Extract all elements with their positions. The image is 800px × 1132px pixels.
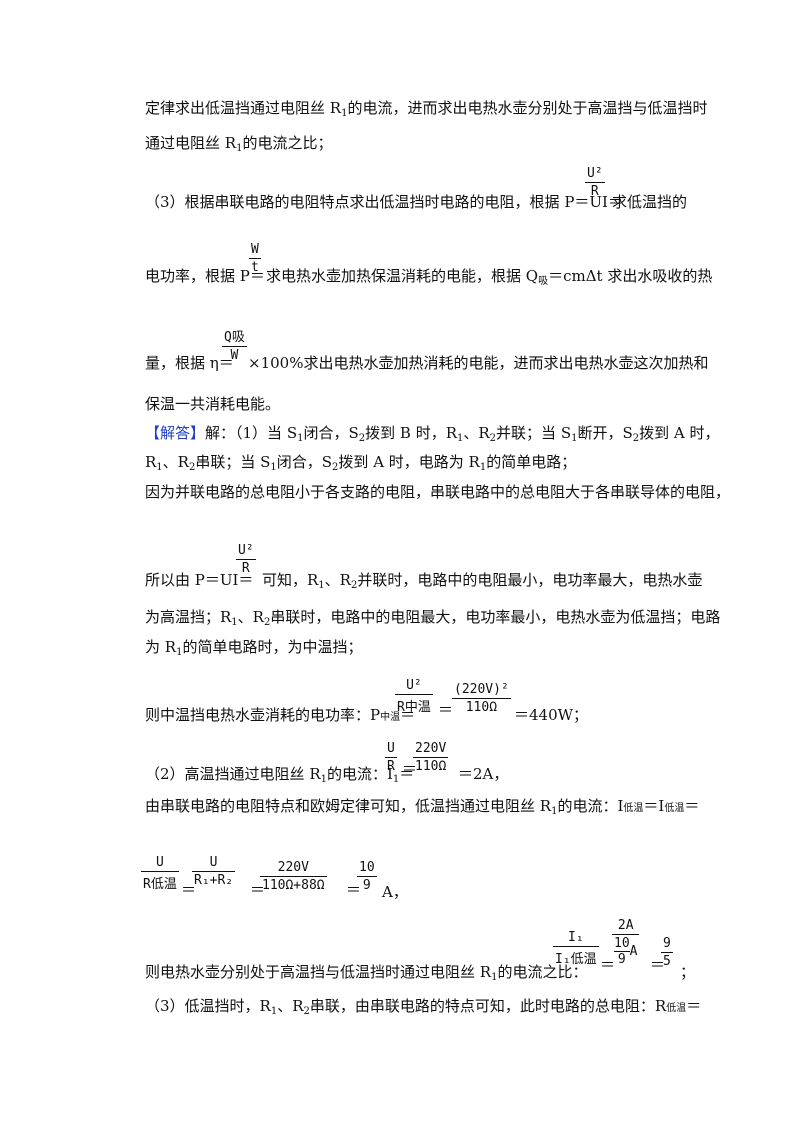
- text-line-1: 定律求出低温挡通过电阻丝 R1的电流，进而求出电热水壶分别处于高温挡与低温挡时: [145, 99, 708, 119]
- answer-tag: 【解答】: [145, 424, 206, 442]
- semicolon: ；: [680, 963, 696, 981]
- eq-sign-7: ＝: [650, 956, 666, 974]
- text-line-14: （2）高温挡通过电阻丝 R1的电流：I1＝: [145, 765, 415, 785]
- text-line-10: 所以由 P＝UI＝: [145, 571, 254, 589]
- text-line-18: （3）低温挡时，R1、R2串联，由串联电路的特点可知，此时电路的总电阻：R低温＝: [145, 997, 702, 1017]
- text-line-5: 量，根据 η＝: [145, 354, 234, 372]
- text-line-3: （3）根据串联电路的电阻特点求出低温挡时电路的电阻，根据 P＝UI＝: [145, 193, 623, 211]
- eq-sign-5: ＝: [346, 881, 362, 899]
- eq-sign-3: ＝: [181, 881, 197, 899]
- text-line-12: 为 R1的简单电路时，为中温挡；: [145, 638, 363, 658]
- eq-sign: ＝: [438, 701, 454, 719]
- text-line-6: 保温一共消耗电能。: [145, 395, 281, 413]
- text-line-9: 因为并联电路的总电阻小于各支路的电阻，串联电路中的总电阻大于各串联导体的电阻，: [145, 483, 731, 501]
- text-line-16: A，: [382, 883, 408, 901]
- text-line-17: 则电热水壶分别处于高温挡与低温挡时通过电阻丝 R1的电流之比：: [145, 963, 588, 983]
- text-line-4: 电功率，根据 P＝: [145, 267, 265, 285]
- eq-sign-2: ＝: [402, 760, 418, 778]
- eq-sign-6: ＝: [600, 956, 616, 974]
- eq-sign-4: ＝: [250, 881, 266, 899]
- text-line-11: 为高温挡；R1、R2串联时，电路中的电阻最大，电功率最小，电热水壶为低温挡；电路: [145, 608, 721, 628]
- text-line-5b: ×100%求出电热水壶加热消耗的电能，进而求出电热水壶这次加热和: [248, 354, 709, 372]
- text-line-13: 则中温挡电热水壶消耗的电功率：P中温＝: [145, 706, 416, 724]
- text-line-3b: 求低温挡的: [612, 193, 688, 211]
- text-line-10b: 可知，R1、R2并联时，电路中的电阻最小，电功率最大，电热水壶: [262, 571, 703, 591]
- text-line-14d: ＝2A，: [458, 765, 509, 783]
- text-line-7: 【解答】解：（1）当 S1闭合，S2拨到 B 时，R1、R2并联；当 S1断开，…: [145, 424, 720, 444]
- text-line-13c: ＝440W；: [514, 706, 589, 724]
- text-line-15: 由串联电路的电阻特点和欧姆定律可知，低温挡通过电阻丝 R1的电流：I低温＝I低温…: [145, 797, 700, 817]
- text-line-8: R1、R2串联；当 S1闭合，S2拨到 A 时，电路为 R1的简单电路；: [145, 453, 577, 473]
- formula-ratio-2: 2A 10 9 A: [612, 918, 640, 967]
- text-line-2: 通过电阻丝 R1的电流之比；: [145, 134, 333, 154]
- text-line-4b: 求电热水壶加热保温消耗的电能，根据 Q吸＝cmΔt 求出水吸收的热: [266, 267, 713, 287]
